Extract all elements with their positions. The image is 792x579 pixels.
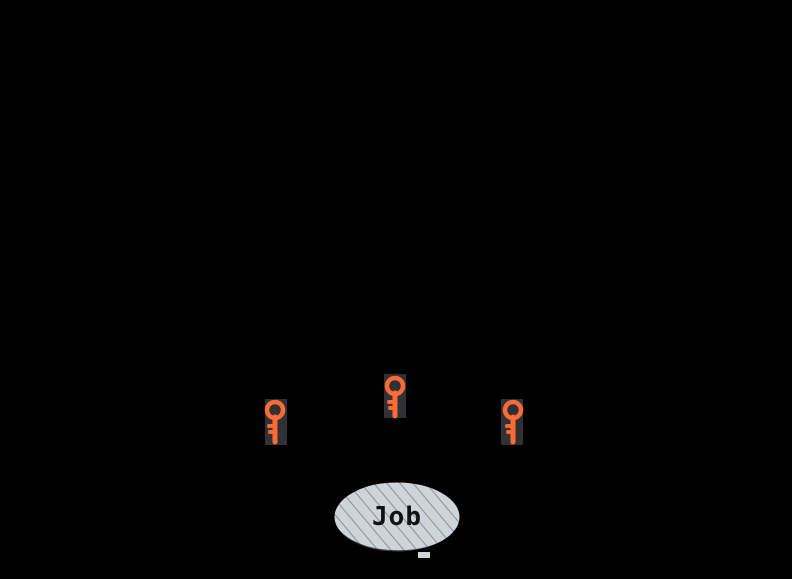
job-label: Job [372,502,422,532]
key-icon [497,395,527,449]
job-node[interactable]: Job [328,476,466,558]
key-icon [380,370,410,424]
key-icon [261,395,291,449]
